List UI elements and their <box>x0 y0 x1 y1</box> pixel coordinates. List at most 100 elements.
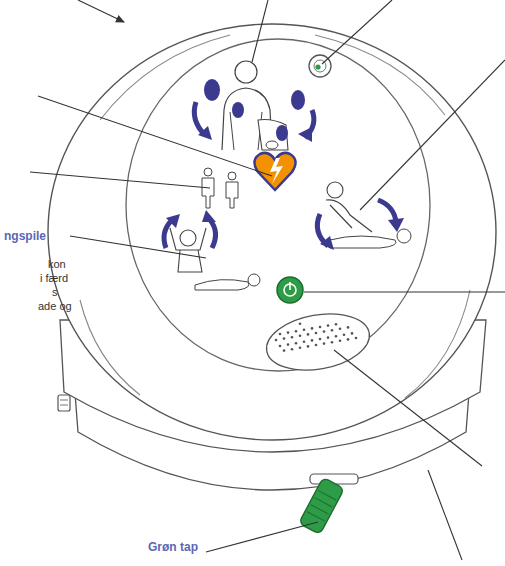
leader-lines <box>428 470 462 560</box>
speaker-hole <box>303 329 306 332</box>
pad-placement-icon <box>258 120 288 150</box>
green-pull-tab <box>299 477 345 534</box>
pad-placement-icon <box>266 141 278 149</box>
speaker-hole <box>319 326 322 329</box>
green-pull-tab <box>311 505 329 514</box>
leader-lines <box>30 172 210 188</box>
device-base <box>60 400 68 401</box>
speaker-hole <box>331 329 334 332</box>
speaker-hole <box>331 341 334 344</box>
speaker-hole <box>315 344 318 347</box>
stand-clear-icon <box>195 280 249 290</box>
adult-child-icon <box>202 178 214 208</box>
pad-placement-icon <box>194 102 205 135</box>
speaker-grille <box>262 306 374 377</box>
stand-clear-icon <box>170 228 206 272</box>
speaker-hole <box>347 326 350 329</box>
speaker-hole <box>327 324 330 327</box>
green-pull-tab <box>299 477 345 534</box>
speaker-hole <box>291 348 294 351</box>
speaker-grille <box>262 306 374 377</box>
pad-placement-icon <box>235 61 257 83</box>
on-off-button <box>277 277 303 303</box>
device-lid <box>48 24 496 440</box>
speaker-hole <box>291 336 294 339</box>
leader-lines <box>78 0 124 22</box>
stand-clear-icon <box>164 210 260 290</box>
speaker-hole <box>295 330 298 333</box>
speaker-hole <box>307 345 310 348</box>
speaker-hole <box>299 335 302 338</box>
cpr-icon <box>317 182 411 250</box>
speaker-hole <box>335 335 338 338</box>
stand-clear-icon <box>202 210 216 222</box>
pad-placement-icon <box>194 61 314 150</box>
leader-lines <box>206 522 318 552</box>
shock-heart-icon <box>270 158 283 184</box>
speaker-hole <box>343 334 346 337</box>
cpr-icon <box>330 236 396 248</box>
cpr-icon <box>397 229 411 243</box>
speaker-hole <box>299 347 302 350</box>
leader-lines <box>252 0 268 62</box>
speaker-hole <box>311 327 314 330</box>
pad-placement-icon <box>230 112 262 150</box>
speaker-hole <box>335 323 338 326</box>
leader-lines <box>70 236 206 258</box>
callout-text: s <box>52 286 58 299</box>
callout-text: ade og <box>38 300 72 313</box>
speaker-hole <box>311 339 314 342</box>
speaker-hole <box>351 332 354 335</box>
speaker-hole <box>295 342 298 345</box>
leader-lines <box>334 350 482 466</box>
device-lid <box>80 300 140 395</box>
green-pull-tab <box>307 512 325 521</box>
cpr-icon <box>378 200 396 222</box>
leader-lines <box>30 0 505 560</box>
green-pull-tab <box>315 498 333 507</box>
speaker-hole <box>339 340 342 343</box>
speaker-hole <box>303 341 306 344</box>
shock-heart-icon <box>254 153 295 190</box>
on-off-button <box>277 277 303 303</box>
speaker-hole <box>283 349 286 352</box>
speaker-hole <box>355 337 358 340</box>
device-lid <box>48 24 496 440</box>
stand-clear-icon <box>210 220 216 248</box>
stand-clear-icon <box>248 274 260 286</box>
speaker-hole <box>287 331 290 334</box>
cpr-icon <box>320 236 334 250</box>
device-base <box>60 405 68 406</box>
pad-placement-icon <box>198 126 212 140</box>
speaker-hole <box>323 330 326 333</box>
cpr-icon <box>388 218 404 232</box>
speaker-hole <box>347 338 350 341</box>
green-pull-tab <box>318 491 336 500</box>
cpr-icon <box>327 182 343 198</box>
speaker-hole <box>299 323 302 326</box>
pad-placement-icon <box>298 127 312 142</box>
speaker-hole <box>327 336 330 339</box>
green-pull-tab <box>299 474 358 534</box>
device-lid <box>405 290 470 398</box>
speaker-hole <box>307 333 310 336</box>
part-name: Grøn tap <box>148 541 198 554</box>
pad-placement-icon <box>204 79 220 101</box>
device-base <box>58 395 70 411</box>
speaker-hole <box>283 337 286 340</box>
speaker-hole <box>287 343 290 346</box>
leader-lines <box>360 60 505 210</box>
leader-lines <box>38 96 272 176</box>
on-off-button <box>289 282 291 290</box>
leader-lines <box>304 291 505 292</box>
stand-clear-icon <box>164 220 172 248</box>
speaker-hole <box>319 338 322 341</box>
speaker-hole <box>275 339 278 342</box>
speaker-hole <box>339 328 342 331</box>
adult-child-icon <box>226 182 238 208</box>
speaker-hole <box>279 333 282 336</box>
speaker-hole <box>279 345 282 348</box>
leader-lines <box>322 0 392 64</box>
device-lid <box>126 39 430 371</box>
